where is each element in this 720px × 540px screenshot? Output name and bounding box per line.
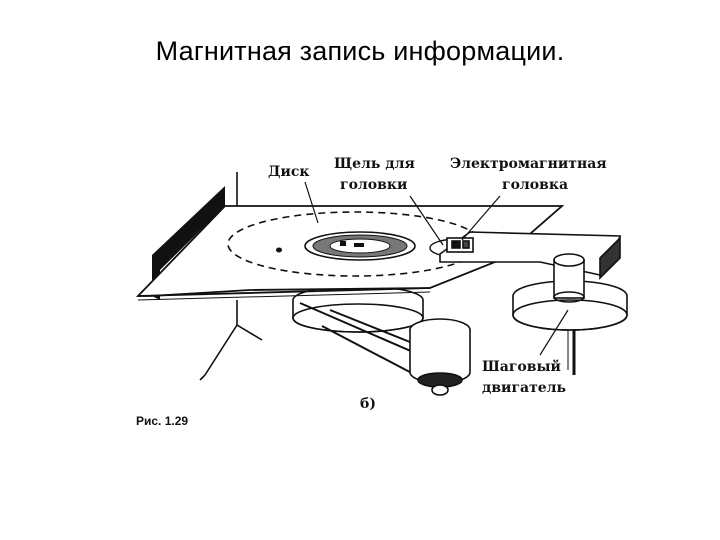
figure-caption: Рис. 1.29 <box>136 414 188 428</box>
label-disk: Диск <box>268 164 309 180</box>
drive-frame <box>199 172 263 381</box>
label-motor-line2: двигатель <box>482 380 566 396</box>
spindle-motor <box>292 285 424 333</box>
label-motor-line1: Шаговый <box>482 358 561 375</box>
label-head-line2: головка <box>502 177 568 193</box>
disk-plate <box>135 205 565 301</box>
index-hole <box>276 247 282 253</box>
label-head-line1: Электромагнитная <box>450 156 607 172</box>
drive-belt <box>299 302 426 381</box>
slide-title: Магнитная запись информации. <box>155 36 565 66</box>
label-slot-line1: Щель для <box>334 156 415 172</box>
leader-lines <box>304 181 569 356</box>
label-subfigure: б) <box>360 396 376 412</box>
drive-motor <box>409 318 471 396</box>
label-slot-line2: головки <box>340 177 407 193</box>
stepper-motor <box>512 253 628 375</box>
frame-left-shade <box>152 186 225 300</box>
